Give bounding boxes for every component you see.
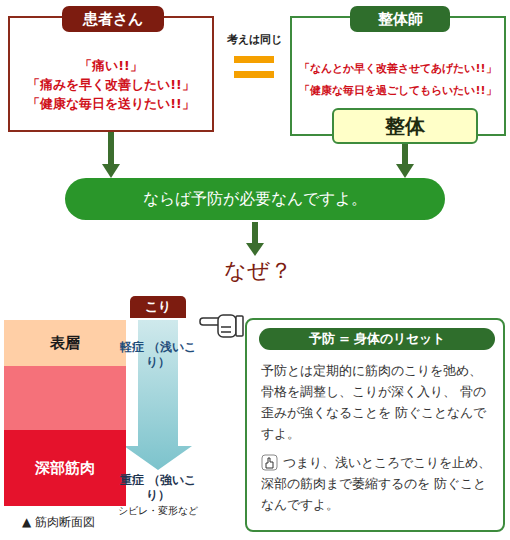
node-text: 深部筋肉 xyxy=(35,459,95,478)
figure-caption: ▲ 筋肉断面図 xyxy=(22,514,95,531)
muscle-band xyxy=(4,366,126,430)
flow-arrow xyxy=(108,132,114,164)
method-box: 整体 xyxy=(332,108,478,144)
header-tab: こり xyxy=(130,296,186,318)
note-label: 考えは同じ xyxy=(224,32,284,47)
explanation-box: 予防とは定期的に筋肉のこりを弛め、 骨格を調整し、こりが深く入り、 骨の歪みが強… xyxy=(245,318,505,532)
equals-sign xyxy=(234,56,274,63)
node-text: ならば予防が必要なんですよ。 xyxy=(143,189,367,210)
question-label: なぜ？ xyxy=(215,256,301,286)
arrow-head xyxy=(246,243,264,256)
header-tab: 整体師 xyxy=(350,6,450,32)
arrow-shaft xyxy=(252,222,258,244)
node-text: 患者さん xyxy=(83,10,143,29)
equals-sign xyxy=(234,71,274,78)
severity-label: 重症 （強いこり） xyxy=(119,473,197,503)
node-text: 整体 xyxy=(385,113,425,140)
severity-label: 軽症 （浅いこり） xyxy=(119,340,197,370)
node-text: 予防とは定期的に筋肉のこりを弛め、 骨格を調整し、こりが深く入り、 骨の歪みが強… xyxy=(261,360,495,444)
pointing-hand xyxy=(200,315,243,337)
node-text: つまり、浅いところでこりを止め、 深部の筋肉まで萎縮するのを 防ぐことなんですよ… xyxy=(261,452,495,515)
node-text: 表層 xyxy=(50,334,80,353)
header-tab: 患者さん xyxy=(62,6,164,32)
speech-box: 「痛い!!」「痛みを早く改善したい!!」「健康な毎日を送りたい!!」患者さん xyxy=(8,16,214,132)
node-text: 予防 = 身体のリセット xyxy=(309,330,446,348)
header-pill: 予防 = 身体のリセット xyxy=(259,328,495,350)
muscle-band: 表層 xyxy=(4,320,126,366)
node-text: 「なんとか早く改善させてあげたい!!」 xyxy=(292,58,504,80)
symptom-label: シビレ・変形など xyxy=(108,504,208,518)
node-text: 「痛い!!」 xyxy=(10,56,212,75)
node-text: 「痛みを早く改善したい!!」 xyxy=(10,75,212,94)
flow-arrow xyxy=(402,144,408,164)
node-text: こり xyxy=(145,298,171,316)
muscle-band: 深部筋肉 xyxy=(4,430,126,506)
node-text: 「健康な毎日を送りたい!!」 xyxy=(10,94,212,113)
hand-icon xyxy=(261,454,278,471)
node-text: 整体師 xyxy=(378,10,423,29)
node-text: 「健康な毎日を過ごしてもらいたい!!」 xyxy=(292,80,504,102)
conclusion-pill: ならば予防が必要なんですよ。 xyxy=(65,178,445,220)
